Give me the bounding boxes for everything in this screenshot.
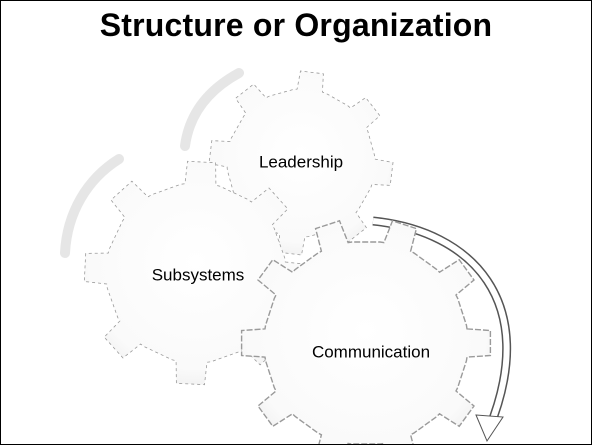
communication-label: Communication — [312, 342, 430, 361]
slide-title: Structure or Organization — [99, 7, 493, 43]
arrow-leadership — [180, 68, 244, 151]
subsystems-gear — [83, 160, 309, 386]
subsystems-label: Subsystems — [152, 265, 245, 284]
arrow-communication-head — [475, 414, 504, 443]
arrow-subsystems — [60, 154, 124, 258]
leadership-label: Leadership — [259, 152, 343, 171]
communication-gear — [240, 219, 492, 444]
